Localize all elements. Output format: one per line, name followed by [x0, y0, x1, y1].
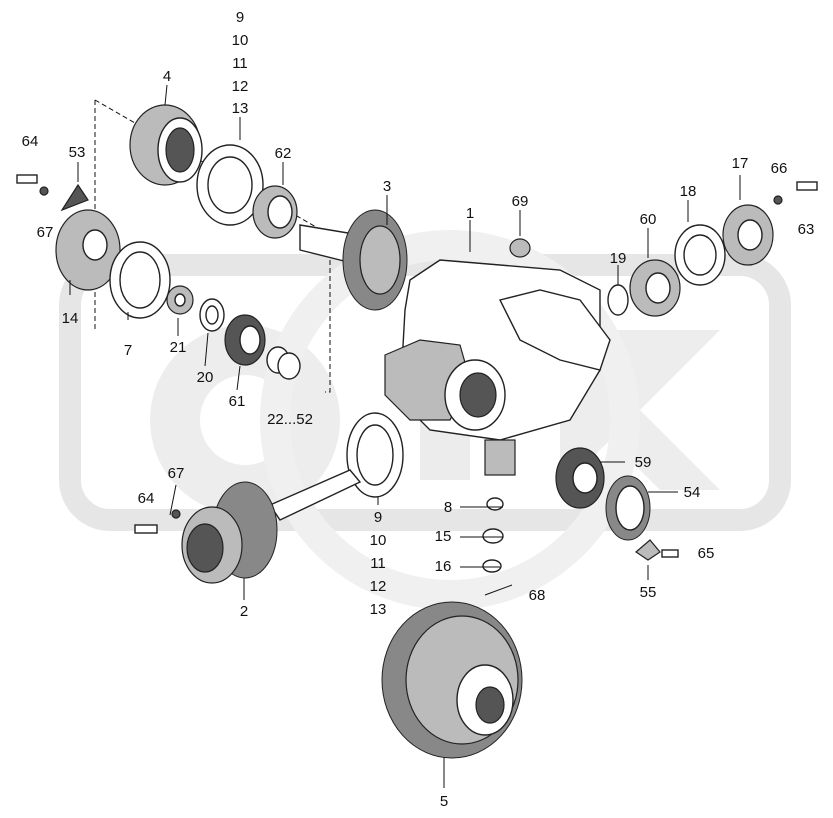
label-63: 63	[798, 221, 815, 238]
part-7-gasket	[109, 241, 171, 319]
label-19: 19	[610, 250, 627, 267]
label-8: 8	[444, 499, 452, 516]
label-13-top: 13	[232, 100, 249, 117]
label-12-top: 12	[232, 78, 249, 95]
part-20-washer	[199, 298, 225, 332]
part-2-input-shaft	[181, 469, 362, 584]
label-10-top: 10	[232, 32, 249, 49]
label-4: 4	[163, 68, 171, 85]
label-21: 21	[170, 339, 187, 356]
part-8-washer	[486, 497, 504, 511]
part-19-seal	[607, 284, 629, 316]
part-16-ring	[482, 559, 502, 573]
label-67-lower: 67	[168, 465, 185, 482]
part-22-52-shims	[266, 346, 301, 380]
label-14: 14	[62, 310, 79, 327]
label-65: 65	[698, 545, 715, 562]
part-9-13-gasket-lower	[346, 412, 404, 498]
part-69-plug	[509, 238, 531, 258]
label-17: 17	[732, 155, 749, 172]
label-11-lower: 11	[370, 555, 386, 572]
label-55: 55	[640, 584, 657, 601]
label-13-lower: 13	[370, 601, 387, 618]
label-61: 61	[229, 393, 246, 410]
label-20: 20	[197, 369, 214, 386]
label-7: 7	[124, 342, 132, 359]
part-15-clip	[482, 528, 504, 544]
label-22-52: 22...52	[267, 411, 313, 428]
label-5: 5	[440, 793, 448, 810]
part-65-bolt	[661, 549, 679, 558]
label-9-lower: 9	[374, 509, 382, 526]
part-64-bolt-lower	[134, 524, 158, 534]
part-67-washer-top	[39, 186, 49, 196]
label-69: 69	[512, 193, 529, 210]
part-3-pinion-gear	[299, 209, 408, 311]
part-55-lock-plate	[635, 539, 661, 561]
label-54: 54	[684, 484, 701, 501]
part-68-pin	[484, 584, 513, 596]
label-15: 15	[435, 528, 452, 545]
label-18: 18	[680, 183, 697, 200]
part-62-bearing	[252, 185, 298, 239]
part-66-washer	[773, 195, 783, 205]
label-64-lower: 64	[138, 490, 155, 507]
label-59: 59	[635, 454, 652, 471]
part-21-nut	[166, 285, 194, 315]
part-61-bearing	[224, 314, 266, 366]
label-10-lower: 10	[370, 532, 387, 549]
label-66: 66	[771, 160, 788, 177]
part-labels: 9 10 11 12 13 4 64 53 67 14 7 21 20 61 2…	[22, 9, 815, 810]
label-1: 1	[466, 205, 474, 222]
label-3: 3	[383, 178, 391, 195]
label-2: 2	[240, 603, 248, 620]
label-68: 68	[529, 587, 546, 604]
label-62: 62	[275, 145, 292, 162]
part-64-bolt-top	[16, 174, 38, 184]
label-67-top: 67	[37, 224, 54, 241]
label-11-top: 11	[232, 55, 248, 72]
label-53: 53	[69, 144, 86, 161]
label-12-lower: 12	[370, 578, 387, 595]
part-1-differential-housing	[384, 259, 611, 476]
part-59-bearing	[555, 447, 605, 509]
part-60-bearing	[629, 259, 681, 317]
label-16: 16	[435, 558, 452, 575]
part-4-flange-housing	[129, 104, 203, 186]
part-53-bracket	[60, 183, 89, 212]
label-60: 60	[640, 211, 657, 228]
label-9-top: 9	[236, 9, 244, 26]
part-5-crown-gear	[381, 601, 523, 759]
part-17-cover	[722, 204, 774, 266]
part-63-bolt	[796, 181, 818, 191]
part-18-gasket	[674, 224, 726, 286]
label-64-top: 64	[22, 133, 39, 150]
leader-lines	[69, 84, 741, 788]
part-9-13-gasket-top	[196, 144, 264, 226]
part-14-cover	[55, 209, 121, 291]
part-67-washer-lower	[171, 509, 181, 519]
part-54-ring-nut	[605, 475, 651, 541]
